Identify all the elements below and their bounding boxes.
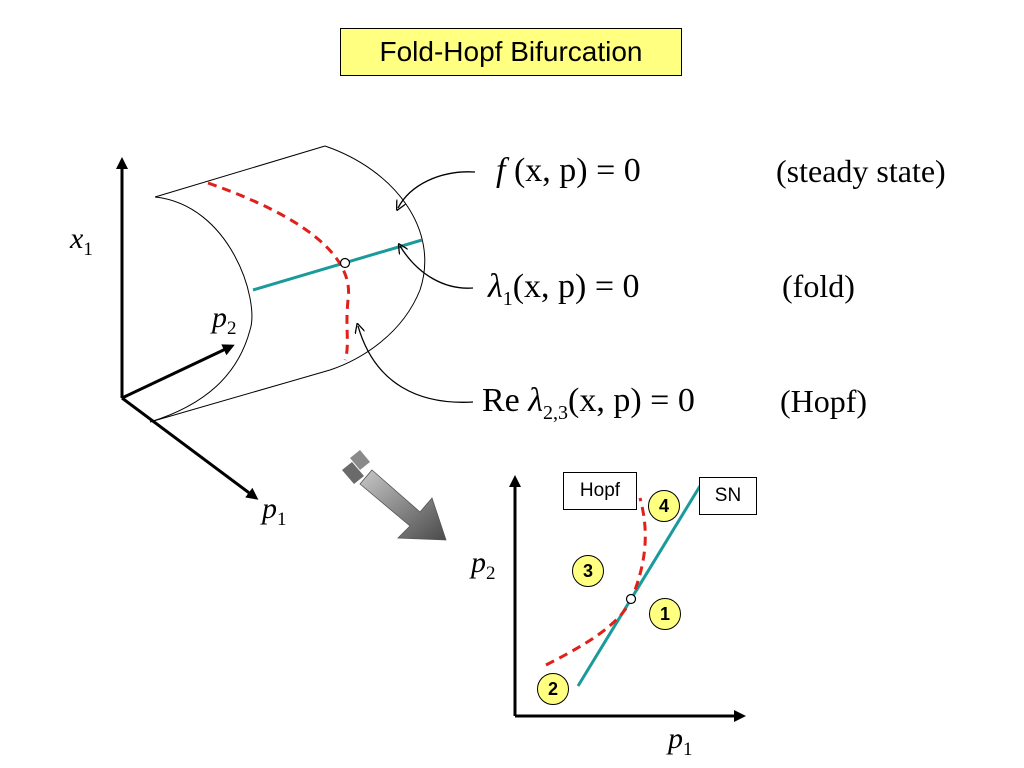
region-3-badge: 3 bbox=[572, 555, 604, 587]
fold-hopf-point-2d bbox=[625, 593, 637, 605]
transition-arrow-body bbox=[359, 469, 447, 541]
diagram-title: Fold-Hopf Bifurcation bbox=[340, 28, 682, 76]
hopf-equation: Re λ2,3(x, p) = 0 bbox=[482, 382, 695, 424]
surface-right-edge bbox=[324, 145, 426, 371]
hopf-description: (Hopf) bbox=[780, 383, 868, 419]
transition-arrow-stripe-2 bbox=[350, 450, 370, 470]
diagram-axes bbox=[509, 475, 746, 722]
p1-axis bbox=[121, 396, 259, 500]
p2-axis-label-2d: p2 bbox=[471, 546, 496, 584]
transition-arrow bbox=[342, 450, 447, 541]
x1-axis-label: x1 bbox=[70, 222, 93, 260]
p1-axis-label-2d: p1 bbox=[668, 722, 693, 760]
hopf-curve-3d bbox=[207, 181, 351, 361]
fold-description: (fold) bbox=[782, 268, 855, 304]
region-4-badge: 4 bbox=[648, 490, 680, 522]
fold-pointer bbox=[400, 246, 474, 289]
steady-state-pointer bbox=[398, 171, 476, 208]
surface-top-edge bbox=[154, 145, 326, 198]
fold-hopf-point-3d bbox=[339, 257, 351, 269]
annotation-arrows bbox=[358, 171, 476, 403]
hopf-pointer bbox=[358, 326, 474, 403]
fold-equation: λ1(x, p) = 0 bbox=[488, 268, 640, 310]
surface-bottom-edge bbox=[149, 369, 331, 423]
hopf-curve-label: Hopf bbox=[563, 472, 637, 510]
steady-state-surface bbox=[149, 145, 426, 423]
fold-line-3d bbox=[252, 238, 423, 292]
surface-left-edge bbox=[149, 196, 253, 423]
region-1-badge: 1 bbox=[649, 598, 681, 630]
steady-state-equation: f (x, p) = 0 bbox=[496, 152, 641, 189]
steady-state-description: (steady state) bbox=[776, 153, 946, 189]
transition-arrow-stripe-1 bbox=[342, 462, 364, 484]
region-2-badge: 2 bbox=[537, 673, 569, 705]
p1-axis-label: p1 bbox=[262, 492, 287, 530]
sn-curve-label: SN bbox=[699, 477, 757, 515]
p2-axis bbox=[121, 344, 235, 400]
surface-axes bbox=[116, 157, 259, 500]
sn-line bbox=[576, 485, 702, 687]
p2-axis-label: p2 bbox=[212, 301, 237, 339]
